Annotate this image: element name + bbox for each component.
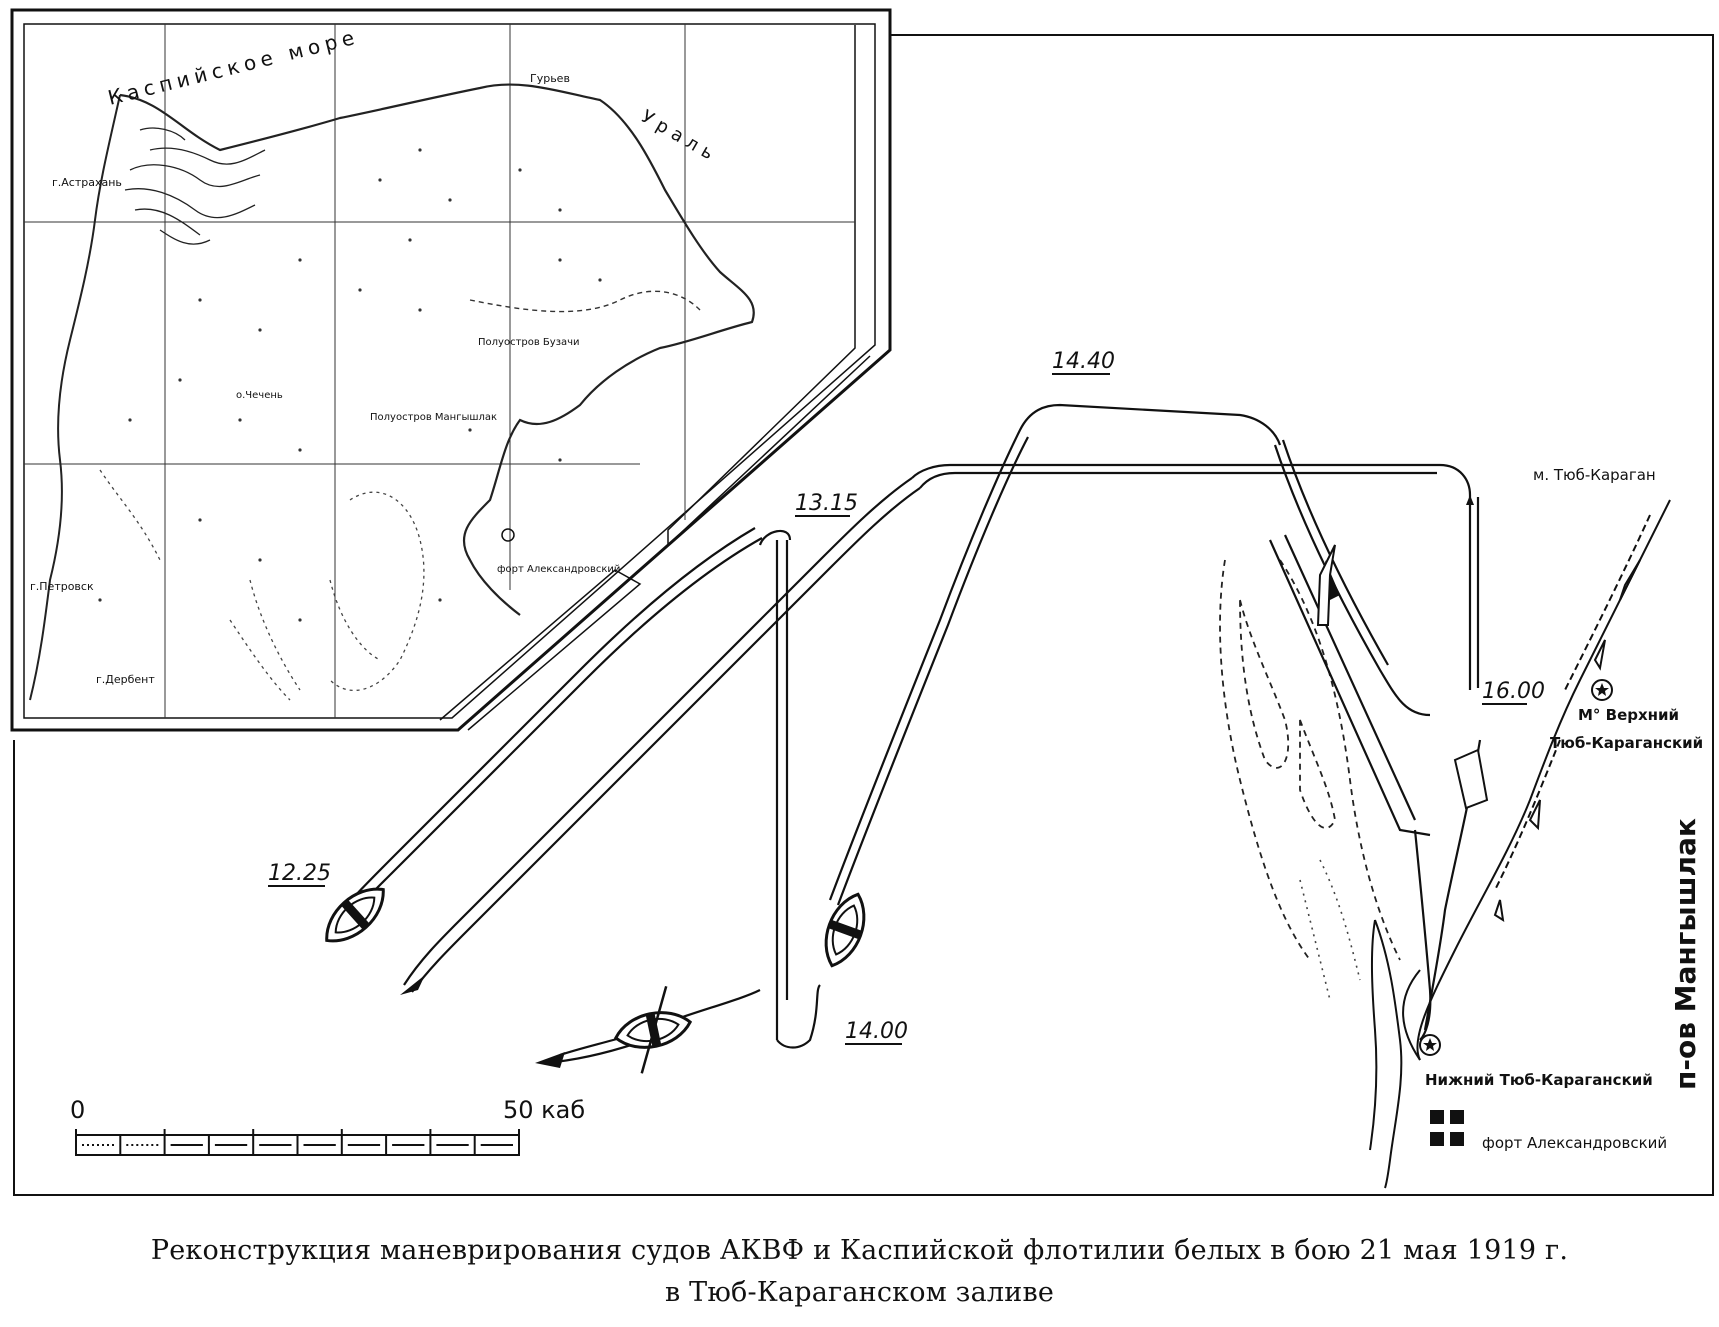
- inset-city-derbent: г.Дербент: [96, 673, 155, 686]
- inset-label-buzachi: Полуостров Бузачи: [478, 337, 580, 348]
- time-label-1400: 14.00: [845, 1019, 908, 1044]
- scale-bar: 0 50 каб: [70, 1096, 585, 1156]
- inset-map: Каспийское море Ураль Гурьев г.Астрахань…: [10, 8, 892, 732]
- upper-cape-label-1: М° Верхний: [1578, 706, 1679, 724]
- inset-coastline: [119, 83, 755, 616]
- ship-tracks: [329, 403, 1482, 1065]
- peninsula-label: п-ов Мангышлак: [1669, 818, 1702, 1090]
- ship-icon-sunk: [613, 985, 693, 1074]
- place-labels: м. Тюб-Караган М° Верхний Тюб-Карагански…: [1419, 466, 1703, 1152]
- lower-cape-label: Нижний Тюб-Караганский: [1425, 1071, 1653, 1089]
- pier-icon: [1453, 748, 1489, 810]
- figure-caption-line1: Реконструкция маневрирования судов АКВФ …: [150, 1235, 1569, 1266]
- ship-icon-1225: [325, 887, 385, 943]
- inset-city-petrovsk: г.Петровск: [30, 580, 94, 593]
- inset-city-fort: форт Александровский: [497, 564, 620, 575]
- track-b: [403, 477, 913, 986]
- inset-label-chechen: о.Чечень: [236, 390, 283, 401]
- small-ship-icon: [1316, 544, 1336, 626]
- volga-delta: [124, 127, 266, 245]
- scale-bar-ticks: [75, 1129, 520, 1155]
- upper-cape-label-2: Тюб-Караганский: [1550, 734, 1703, 752]
- ship-icon-1400: [824, 892, 866, 968]
- time-label-1600: 16.00: [1482, 679, 1545, 704]
- fort-icon: [1430, 1110, 1464, 1146]
- ship-symbols: [325, 544, 1489, 1074]
- track-c: [911, 463, 1472, 496]
- inset-label-mangyshlak: Полуостров Мангышлак: [370, 412, 497, 423]
- main-map-frame: [13, 34, 1714, 1196]
- time-label-1225: 12.25: [268, 861, 331, 886]
- time-labels: 12.25 13.15 14.00 14.40 16.00: [268, 349, 1545, 1045]
- time-label-1315: 13.15: [795, 491, 858, 516]
- inset-city-guryev: Гурьев: [530, 72, 570, 85]
- scale-start-label: 0: [70, 1096, 85, 1124]
- track-i: [1268, 539, 1431, 837]
- track-e: [828, 403, 1282, 901]
- track-a: [329, 527, 756, 926]
- track-f: [1273, 444, 1431, 717]
- west-spit-coast: [1369, 919, 1403, 1189]
- shoal-contours: [1219, 559, 1401, 961]
- scale-end-label: 50 каб: [503, 1096, 585, 1124]
- lower-cape-star-icon: [1419, 1034, 1441, 1056]
- time-label-1440: 14.40: [1052, 349, 1115, 374]
- inset-fort-marker: [501, 528, 515, 542]
- figure-caption-line2: в Тюб-Караганском заливе: [664, 1277, 1055, 1308]
- fort-label: форт Александровский: [1482, 1134, 1667, 1152]
- upper-cape-star-icon: [1591, 679, 1613, 701]
- cape-tyub-karagan-label: м. Тюб-Караган: [1533, 466, 1656, 484]
- inset-city-astrakhan: г.Астрахань: [52, 176, 122, 189]
- mangyshlak-coast: [1402, 499, 1671, 1061]
